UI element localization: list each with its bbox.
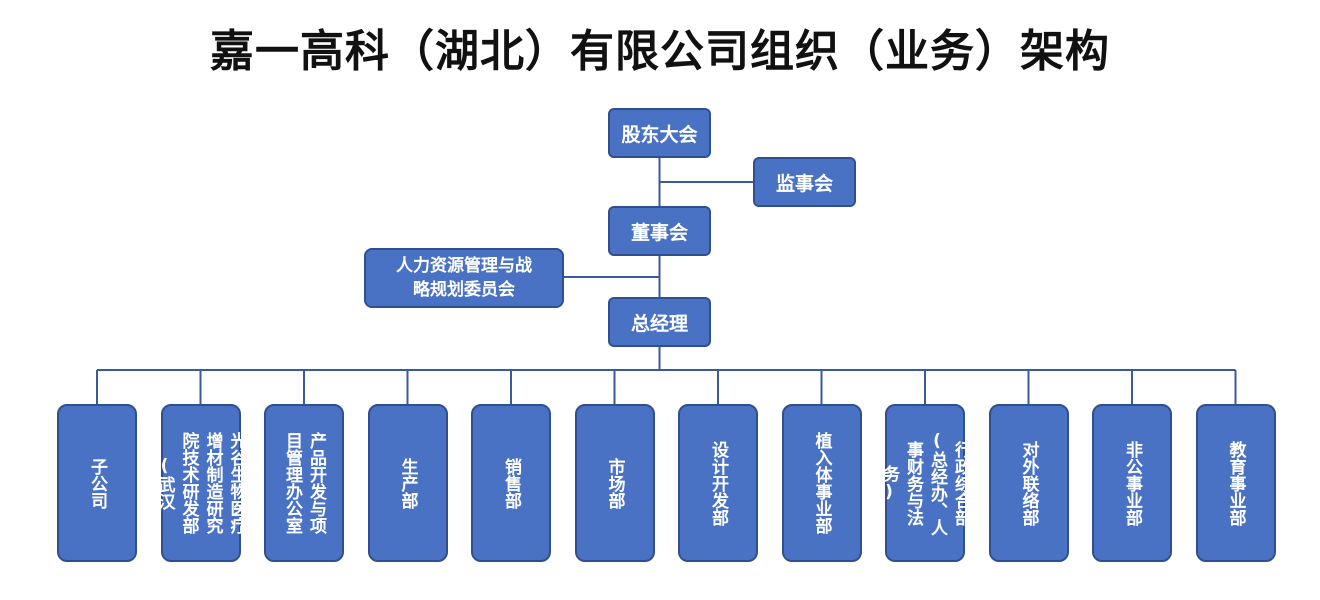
dept-implant-division: 植入体事业部 (781, 404, 862, 562)
node-shareholders-meeting: 股东大会 (608, 108, 711, 158)
dept-design-development: 设计开发部 (678, 404, 758, 562)
dept-research-institute: 光谷生物医疗增材制造研究院技术研发部(武汉 (155, 404, 247, 562)
chart-title: 嘉一高科（湖北）有限公司组织（业务）架构 (210, 26, 1110, 77)
dept-education-division: 教育事业部 (1195, 404, 1276, 562)
department-label: 行政综合部(总经办、人事财务与法务) (879, 430, 971, 536)
department-label: 设计开发部 (708, 440, 728, 526)
hr-committee-label: 人力资源管理与战略规划委员会 (396, 256, 532, 300)
dept-non-public-division: 非公事业部 (1092, 404, 1172, 562)
dept-external-liaison: 对外联络部 (988, 404, 1069, 562)
dept-production: 生产部 (367, 404, 448, 562)
dept-admin-general: 行政综合部(总经办、人事财务与法务) (879, 404, 971, 562)
node-general-manager: 总经理 (608, 297, 711, 347)
node-board-of-directors: 董事会 (608, 206, 711, 256)
department-label: 产品开发与项目管理办公室 (282, 432, 326, 534)
department-label: 销售部 (501, 457, 521, 509)
department-label: 生产部 (397, 457, 418, 509)
department-label: 子公司 (87, 457, 107, 509)
dept-sales: 销售部 (471, 404, 551, 562)
department-label: 植入体事业部 (811, 432, 832, 534)
dept-pmo: 产品开发与项目管理办公室 (264, 404, 344, 562)
department-label: 非公事业部 (1122, 440, 1142, 526)
dept-marketing: 市场部 (574, 404, 655, 562)
dept-subsidiary: 子公司 (57, 404, 137, 562)
department-label: 教育事业部 (1225, 440, 1246, 526)
node-board-of-supervisors: 监事会 (753, 157, 856, 207)
department-label: 对外联络部 (1018, 440, 1039, 526)
department-label: 市场部 (604, 457, 625, 509)
node-hr-strategy-committee: 人力资源管理与战略规划委员会 (364, 248, 564, 308)
department-label: 光谷生物医疗增材制造研究院技术研发部(武汉 (154, 432, 247, 534)
